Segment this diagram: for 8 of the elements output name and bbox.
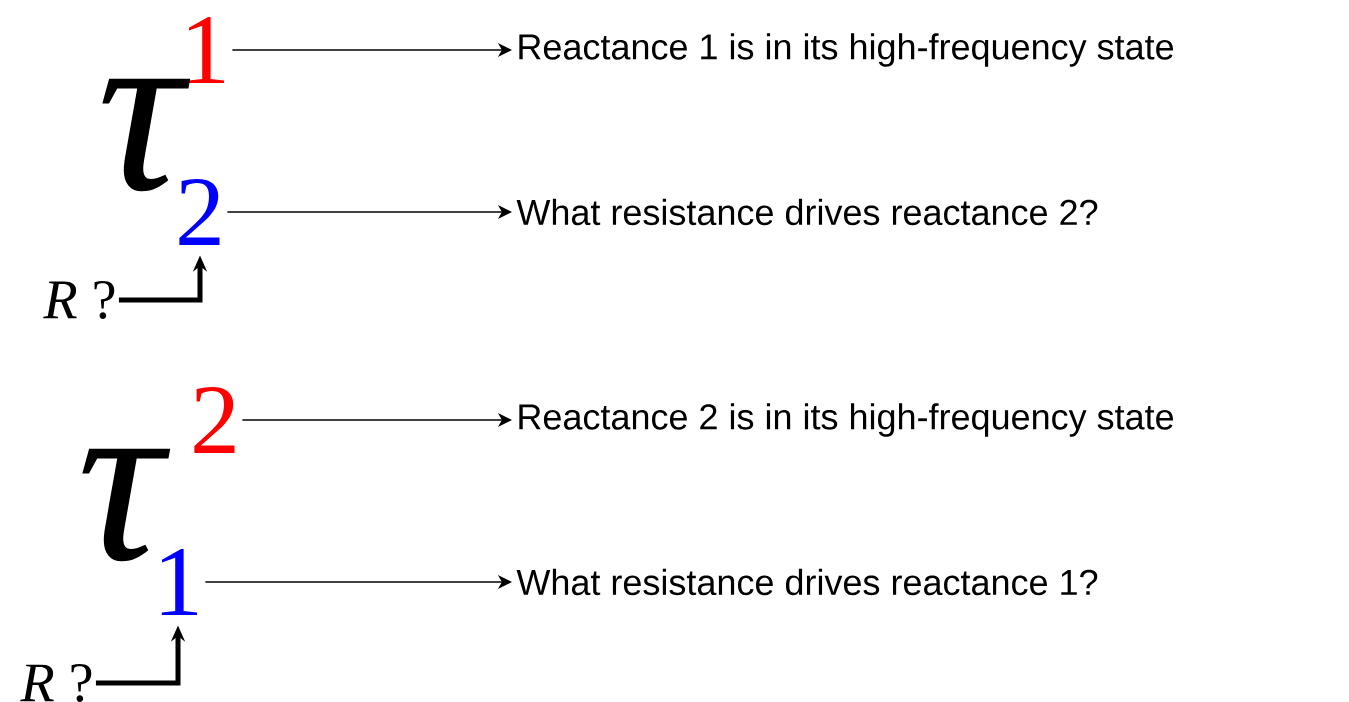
- description-text: Reactance 1 is in its high-frequency state: [519, 33, 1174, 67]
- superscript: 2: [194, 386, 235, 454]
- description-text: What resistance drives reactance 2?: [516, 198, 1098, 226]
- description-text: What resistance drives reactance 1?: [516, 568, 1098, 596]
- resistance-label: R ?: [20, 664, 92, 702]
- description-text: Reactance 2 is in its high-frequency state: [519, 403, 1174, 437]
- resistance-label: R ?: [43, 281, 115, 319]
- superscript: 1: [188, 17, 224, 83]
